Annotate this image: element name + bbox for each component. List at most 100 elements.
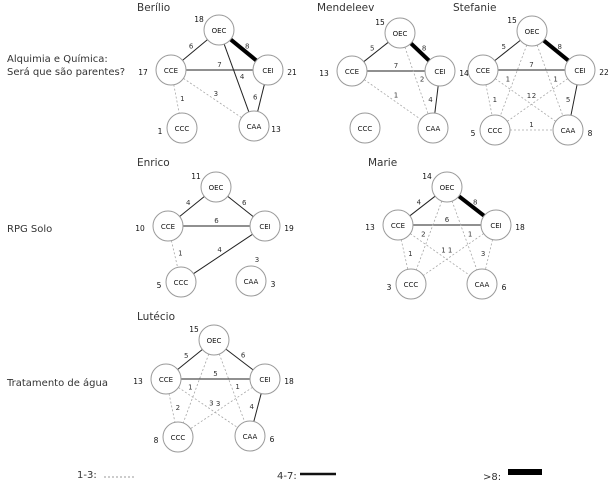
node-label-caa: CAA bbox=[426, 125, 441, 133]
edge-oec-caa bbox=[218, 353, 246, 423]
edge-weight: 5 bbox=[566, 96, 570, 104]
node-value-caa: 3 bbox=[271, 280, 276, 289]
node-label-oec: OEC bbox=[212, 27, 227, 35]
edge-weight: 1 bbox=[178, 250, 182, 258]
node-value-cei: 14 bbox=[459, 69, 469, 78]
edge-weight: 8 bbox=[558, 43, 562, 51]
edge-weight: 1 bbox=[493, 96, 497, 104]
edge-weight: 8 bbox=[422, 45, 426, 53]
node-label-ccc: CCC bbox=[488, 127, 503, 135]
node-label-oec: OEC bbox=[207, 337, 222, 345]
node-value-oec: 18 bbox=[194, 15, 204, 24]
edge-oec-ccc bbox=[182, 353, 210, 424]
edge-weight: 6 bbox=[253, 94, 258, 102]
node-cce bbox=[336, 55, 368, 87]
node-cce bbox=[155, 54, 187, 86]
edge-weight: 1 bbox=[408, 250, 412, 258]
row-label-rpg-solo: RPG Solo bbox=[7, 224, 53, 235]
node-value-cce: 17 bbox=[138, 68, 148, 77]
edge-cei-ccc bbox=[507, 78, 568, 122]
node-label-caa: CAA bbox=[244, 278, 259, 286]
row-label-tratamento-agua: Tratamento de água bbox=[7, 378, 108, 389]
node-label-caa: CAA bbox=[247, 123, 262, 131]
node-label-oec: OEC bbox=[440, 184, 455, 192]
node-value-cce: 13 bbox=[133, 377, 143, 386]
edge-weight: 3 bbox=[216, 400, 220, 408]
edge-weight: 7 bbox=[529, 61, 533, 69]
edge-weight: 6 bbox=[445, 216, 450, 224]
legend-medium-label: 4-7: bbox=[277, 471, 297, 482]
edge-weight: 4 bbox=[217, 246, 222, 254]
edge-oec-cce bbox=[177, 349, 203, 370]
diagram-title-mendeleev: Mendeleev bbox=[317, 2, 375, 14]
node-label-oec: OEC bbox=[393, 30, 408, 38]
node-label-cei: CEI bbox=[262, 67, 273, 75]
node-ccc bbox=[395, 268, 427, 300]
node-label-cce: CCE bbox=[164, 67, 178, 75]
node-ccc bbox=[349, 112, 381, 144]
node-value-oec: 15 bbox=[375, 18, 385, 27]
edge-oec-cce bbox=[179, 196, 205, 217]
node-value-cei: 18 bbox=[284, 377, 294, 386]
edge-weight: 4 bbox=[240, 73, 245, 81]
edge-cei-caa bbox=[257, 84, 265, 112]
edge-oec-caa bbox=[223, 43, 250, 113]
node-caa bbox=[466, 268, 498, 300]
node-label-caa: CAA bbox=[561, 127, 576, 135]
edge-weight: 1 bbox=[448, 247, 452, 255]
edge-cei-caa bbox=[253, 393, 262, 422]
edge-oec-cce bbox=[363, 41, 389, 63]
node-oec bbox=[384, 17, 416, 49]
node-label-caa: CAA bbox=[243, 433, 258, 441]
node-ccc bbox=[479, 114, 511, 146]
node-caa bbox=[417, 112, 449, 144]
node-value-cei: 21 bbox=[287, 68, 297, 77]
node-cei bbox=[252, 54, 284, 86]
node-value-ccc: 8 bbox=[154, 436, 159, 445]
edge-weight: 1 bbox=[180, 95, 184, 103]
edge-weight: 1 bbox=[188, 383, 192, 391]
edge-cce-caa bbox=[410, 233, 470, 276]
node-label-cei: CEI bbox=[259, 376, 270, 384]
node-value-ccc: 5 bbox=[471, 129, 476, 138]
node-value-cei: 22 bbox=[599, 68, 609, 77]
edge-weight: 1 bbox=[553, 75, 557, 83]
edge-cce-caa bbox=[364, 79, 421, 120]
node-label-cei: CEI bbox=[259, 223, 270, 231]
node-oec bbox=[200, 171, 232, 203]
node-value-cce: 13 bbox=[319, 69, 329, 78]
edge-weight: 2 bbox=[176, 404, 180, 412]
node-badge-caa: 3 bbox=[255, 256, 259, 264]
diagram-title-marie: Marie bbox=[368, 157, 398, 169]
diagram-title-lutecio: Lutécio bbox=[137, 311, 176, 323]
edge-cce-ccc bbox=[173, 84, 180, 114]
edge-oec-cce bbox=[182, 39, 208, 61]
node-cei bbox=[249, 210, 281, 242]
node-label-caa: CAA bbox=[475, 281, 490, 289]
edge-cei-caa bbox=[485, 239, 493, 270]
edge-cce-caa bbox=[495, 78, 556, 122]
node-caa bbox=[238, 110, 270, 142]
node-value-ccc: 1 bbox=[158, 127, 163, 136]
edge-cei-ccc bbox=[190, 386, 253, 430]
node-label-cce: CCE bbox=[345, 68, 359, 76]
node-caa bbox=[235, 265, 267, 297]
edge-oec-ccc bbox=[415, 200, 443, 271]
node-cei bbox=[249, 363, 281, 395]
diagram-title-stefanie: Stefanie bbox=[453, 2, 497, 14]
node-ccc bbox=[166, 112, 198, 144]
edge-weight: 7 bbox=[394, 62, 398, 70]
edge-oec-cei bbox=[225, 348, 254, 371]
edge-weight: 1 bbox=[468, 230, 472, 238]
node-value-oec: 15 bbox=[507, 16, 517, 25]
node-label-cei: CEI bbox=[574, 67, 585, 75]
edge-weight: 3 bbox=[214, 90, 218, 98]
edge-oec-cei bbox=[229, 37, 258, 63]
node-value-cce: 13 bbox=[365, 223, 375, 232]
node-oec bbox=[198, 324, 230, 356]
